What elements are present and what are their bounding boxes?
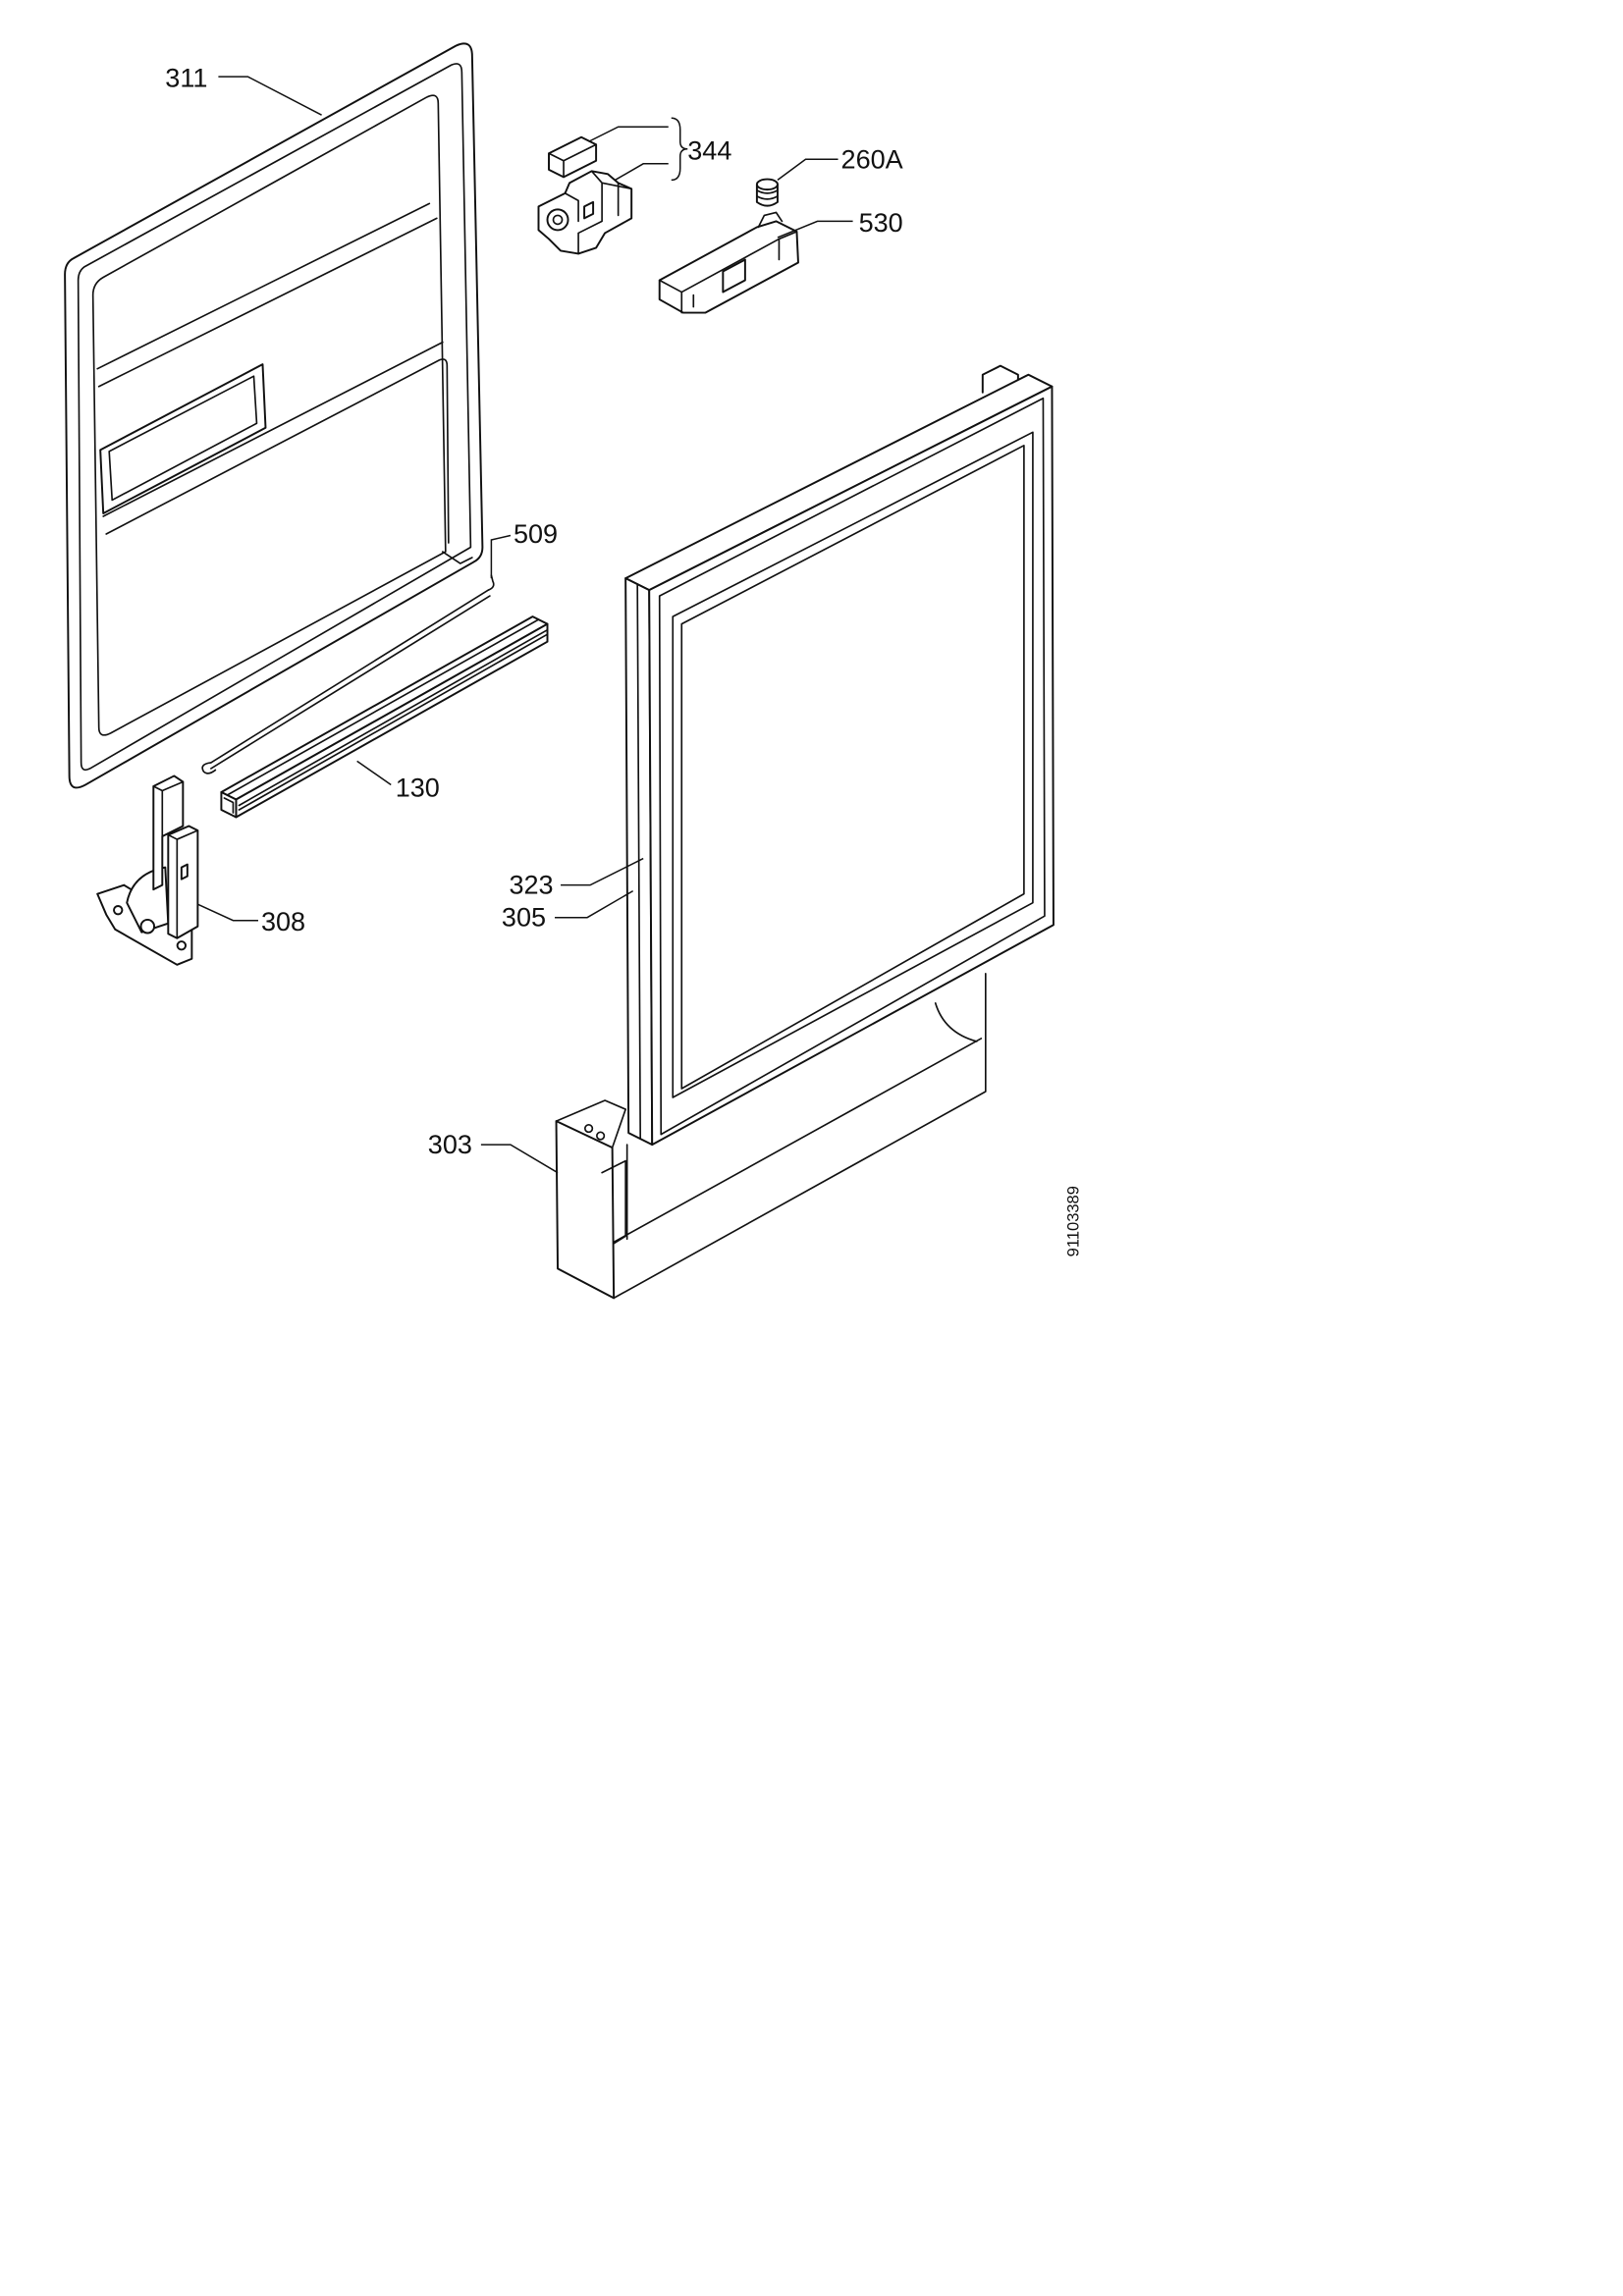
callout-323: 323 — [509, 871, 553, 900]
hinge-body — [167, 825, 199, 939]
callout-311: 311 — [165, 64, 207, 93]
leader-344-lower — [615, 163, 669, 181]
latch-parts — [537, 135, 633, 255]
frame-seal-line — [680, 444, 1025, 1090]
latch-hook-details — [564, 170, 632, 255]
frame-front-lip — [658, 397, 1046, 1136]
kick-plate-end-notch — [601, 1159, 626, 1245]
callout-509: 509 — [514, 519, 558, 549]
leader-308 — [197, 903, 258, 922]
kick-plate-lip — [613, 1038, 983, 1244]
kick-plate-end-face — [555, 1120, 616, 1300]
latch-hook-slot — [583, 200, 595, 220]
latch-small-block-edges — [548, 143, 597, 179]
housing-window — [722, 258, 746, 294]
frame-opening — [672, 431, 1034, 1098]
hinge-hole-base — [176, 940, 188, 951]
housing-edges — [658, 211, 798, 314]
rod-right-hook — [487, 574, 495, 591]
panel-corner-step — [441, 551, 473, 564]
outer-door-frame — [624, 364, 1055, 1147]
leader-311 — [218, 76, 322, 116]
kick-plate — [555, 961, 987, 1300]
kick-plate-screw-2 — [596, 1131, 606, 1141]
panel-recess — [91, 94, 447, 736]
inner-door-panel — [64, 42, 484, 789]
callout-260a: 260A — [841, 144, 903, 174]
leader-344-upper — [588, 126, 669, 142]
leader-305 — [555, 890, 634, 919]
kick-plate-bottom-edge — [613, 972, 987, 1300]
panel-window-outer — [99, 363, 267, 514]
leader-509 — [490, 534, 512, 579]
kick-plate-cutout — [934, 1002, 978, 1042]
hinge-strap — [152, 774, 185, 891]
leader-130 — [356, 760, 392, 786]
latch-housing — [658, 211, 799, 314]
hinge-body-edge — [152, 780, 199, 939]
callout-130: 130 — [396, 773, 440, 802]
rod-left-hook — [201, 762, 217, 774]
leader-303 — [480, 1144, 559, 1174]
callout-530: 530 — [859, 208, 903, 238]
hinge — [96, 774, 199, 966]
kick-plate-face-fill — [614, 961, 986, 1299]
sleeve-rings — [756, 189, 779, 200]
seal-grooves — [223, 618, 549, 814]
frame-front-face — [648, 385, 1055, 1147]
sleeve-top — [755, 178, 779, 191]
drawing-number: 91103389 — [1063, 1186, 1082, 1256]
hinge-hole-small — [113, 905, 124, 916]
panel-rim — [77, 63, 472, 772]
panel-window-inner — [108, 375, 258, 502]
leader-260a — [777, 158, 839, 181]
panel-outer-edge — [64, 42, 484, 789]
brace-344 — [671, 117, 688, 182]
leader-530 — [777, 220, 853, 239]
kick-plate-end-top — [555, 1099, 626, 1148]
callout-344: 344 — [687, 135, 731, 165]
seal-strip — [220, 615, 549, 819]
leader-323 — [561, 857, 644, 886]
panel-middle-ridge — [102, 341, 450, 544]
latch-hook-hole — [552, 214, 564, 226]
sleeve-part — [755, 178, 779, 207]
callout-303: 303 — [428, 1130, 472, 1159]
callout-308: 308 — [261, 907, 305, 936]
hinge-slot — [180, 863, 189, 881]
latch-hook-ring — [546, 208, 569, 232]
panel-upper-ridge — [96, 202, 438, 388]
wire-rod — [201, 574, 495, 774]
kick-plate-screw-1 — [584, 1124, 594, 1134]
hinge-hole-main — [139, 918, 156, 934]
callout-305: 305 — [502, 903, 546, 933]
rod-edge-lower — [210, 595, 491, 770]
rod-edge-upper — [210, 589, 490, 764]
